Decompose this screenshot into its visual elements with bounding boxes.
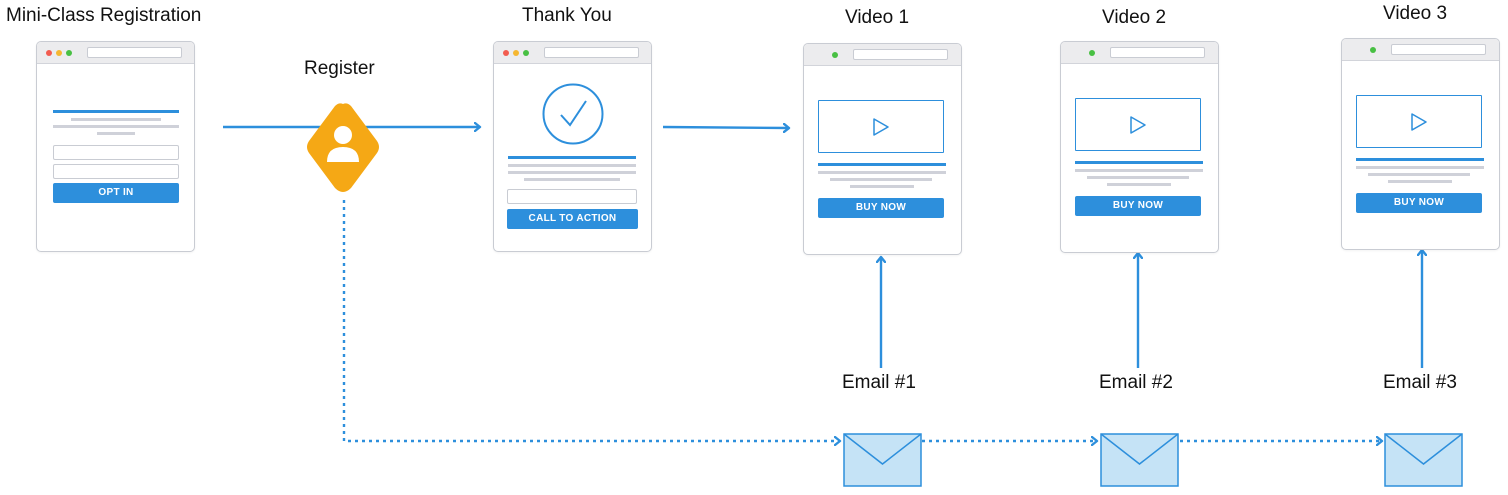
video3-title: Video 3 [1383,3,1448,24]
browser-bar [37,42,194,64]
address-bar [87,47,182,58]
thank-you-title: Thank You [522,5,612,26]
envelope-icon [1100,433,1179,487]
video-player[interactable] [1356,95,1482,148]
email2-label: Email #2 [1099,372,1173,393]
video3-page: BUY NOW [1341,38,1500,250]
browser-bar [804,44,961,66]
buy-now-button[interactable]: BUY NOW [818,198,944,218]
envelope-icon [843,433,922,487]
registration-title: Mini-Class Registration [6,5,202,26]
call-to-action-button[interactable]: CALL TO ACTION [507,209,638,229]
checkmark-circle-icon [542,83,604,145]
user-icon [327,126,359,162]
play-icon [1411,113,1427,131]
video1-title: Video 1 [845,7,910,28]
address-bar [853,49,948,60]
thank-you-page: CALL TO ACTION [493,41,652,252]
browser-bar [1061,42,1218,64]
browser-bar [1342,39,1499,61]
video-player[interactable] [818,100,944,153]
buy-now-button[interactable]: BUY NOW [1075,196,1201,216]
video1-page: BUY NOW [803,43,962,255]
registration-page: OPT IN [36,41,195,252]
opt-in-button[interactable]: OPT IN [53,183,179,203]
email-field[interactable] [53,164,179,179]
email3-label: Email #3 [1383,372,1457,393]
dotted-email-path [342,200,840,441]
video2-page: BUY NOW [1060,41,1219,253]
video2-title: Video 2 [1102,7,1167,28]
arrow-thank-you-to-video1 [662,127,789,128]
cta-field[interactable] [507,189,637,204]
video-player[interactable] [1075,98,1201,151]
address-bar [1110,47,1205,58]
play-icon [873,118,889,136]
email1-label: Email #1 [842,372,916,393]
envelope-icon [1384,433,1463,487]
address-bar [544,47,639,58]
register-node [307,103,379,192]
register-label: Register [304,58,375,79]
address-bar [1391,44,1486,55]
browser-bar [494,42,651,64]
play-icon [1130,116,1146,134]
buy-now-button[interactable]: BUY NOW [1356,193,1482,213]
name-field[interactable] [53,145,179,160]
